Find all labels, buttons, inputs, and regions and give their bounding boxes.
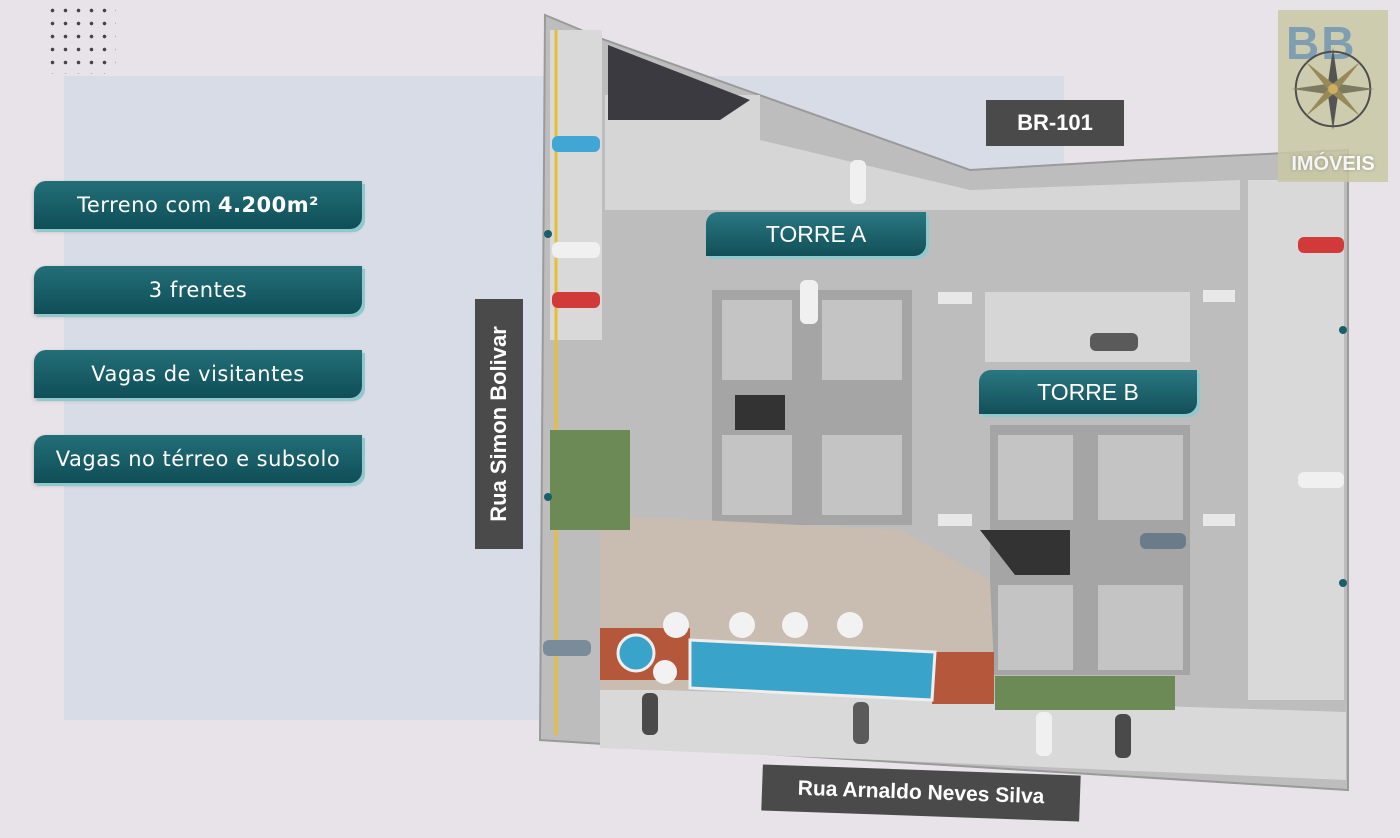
car-icon bbox=[543, 640, 591, 656]
parking-top bbox=[605, 95, 1240, 210]
tower-b-unit bbox=[998, 585, 1073, 670]
access-marker bbox=[1339, 326, 1347, 334]
car-icon bbox=[1090, 333, 1138, 351]
umbrella-icon bbox=[837, 612, 863, 638]
car-icon bbox=[853, 702, 869, 744]
feature-terreno-area: 4.200m² bbox=[217, 193, 319, 217]
umbrella-icon bbox=[729, 612, 755, 638]
crosswalk bbox=[938, 514, 972, 526]
tower-b-text: TORRE B bbox=[1037, 378, 1139, 405]
car-icon bbox=[800, 280, 818, 324]
parking-right bbox=[1248, 180, 1344, 700]
garden bbox=[550, 430, 630, 530]
tower-a-unit bbox=[722, 435, 792, 515]
kids-pool bbox=[616, 633, 656, 673]
green-strip bbox=[995, 676, 1175, 710]
car-icon bbox=[552, 242, 600, 258]
tower-a-text: TORRE A bbox=[765, 220, 867, 247]
bb-imoveis-logo: BB IMÓVEIS bbox=[1278, 10, 1388, 182]
logo-name: IMÓVEIS bbox=[1291, 153, 1375, 175]
feature-subsolo-text: Vagas no térreo e subsolo bbox=[55, 447, 341, 471]
umbrella-icon bbox=[782, 612, 808, 638]
garage-ramp bbox=[608, 45, 750, 120]
tower-b-core bbox=[980, 530, 1070, 575]
feature-frentes-text: 3 frentes bbox=[148, 278, 248, 302]
car-icon bbox=[1298, 237, 1344, 253]
umbrella-icon bbox=[663, 612, 689, 638]
car-icon bbox=[1140, 533, 1186, 549]
tower-b-unit bbox=[998, 435, 1073, 520]
street-label-left: Rua Simon Bolivar bbox=[475, 299, 523, 549]
car-icon bbox=[552, 136, 600, 152]
tower-b-unit bbox=[1098, 585, 1183, 670]
street-left-text: Rua Simon Bolivar bbox=[486, 326, 511, 522]
feature-visitantes-text: Vagas de visitantes bbox=[91, 362, 305, 386]
access-marker bbox=[544, 493, 552, 501]
feature-vagas-subsolo: Vagas no térreo e subsolo bbox=[34, 435, 362, 483]
feature-terreno: Terreno com 4.200m² bbox=[34, 181, 362, 229]
umbrella-icon bbox=[653, 660, 677, 684]
tower-a-label: TORRE A bbox=[706, 212, 926, 256]
street-label-top: BR-101 bbox=[986, 100, 1124, 146]
tower-a-unit bbox=[822, 300, 902, 380]
decorative-dot-grid bbox=[46, 4, 116, 74]
crosswalk bbox=[1203, 514, 1235, 526]
tower-a-core bbox=[735, 395, 785, 430]
tower-b-unit bbox=[1098, 435, 1183, 520]
car-icon bbox=[1298, 472, 1344, 488]
swimming-pool bbox=[688, 638, 937, 702]
parking-center bbox=[985, 292, 1190, 362]
pool-deck-right bbox=[932, 652, 994, 704]
tower-b-label: TORRE B bbox=[979, 370, 1197, 414]
tower-a-unit bbox=[822, 435, 902, 515]
crosswalk bbox=[1203, 290, 1235, 302]
feature-frentes: 3 frentes bbox=[34, 266, 362, 314]
street-bottom-text: Rua Arnaldo Neves Silva bbox=[797, 776, 1045, 809]
feature-terreno-text: Terreno com bbox=[77, 193, 212, 217]
car-icon bbox=[1115, 714, 1131, 758]
crosswalk bbox=[938, 292, 972, 304]
compass-rose-icon bbox=[1291, 47, 1375, 131]
parking-bottom bbox=[600, 688, 1346, 780]
car-icon bbox=[642, 693, 658, 735]
logo-letters: BB bbox=[1286, 17, 1357, 69]
car-icon bbox=[1036, 712, 1052, 756]
access-marker bbox=[544, 230, 552, 238]
feature-vagas-visitantes: Vagas de visitantes bbox=[34, 350, 362, 398]
access-marker bbox=[1339, 579, 1347, 587]
car-icon bbox=[850, 160, 866, 204]
car-icon bbox=[552, 292, 600, 308]
street-top-text: BR-101 bbox=[1017, 110, 1093, 135]
tower-a-unit bbox=[722, 300, 792, 380]
parking-left bbox=[550, 30, 602, 340]
